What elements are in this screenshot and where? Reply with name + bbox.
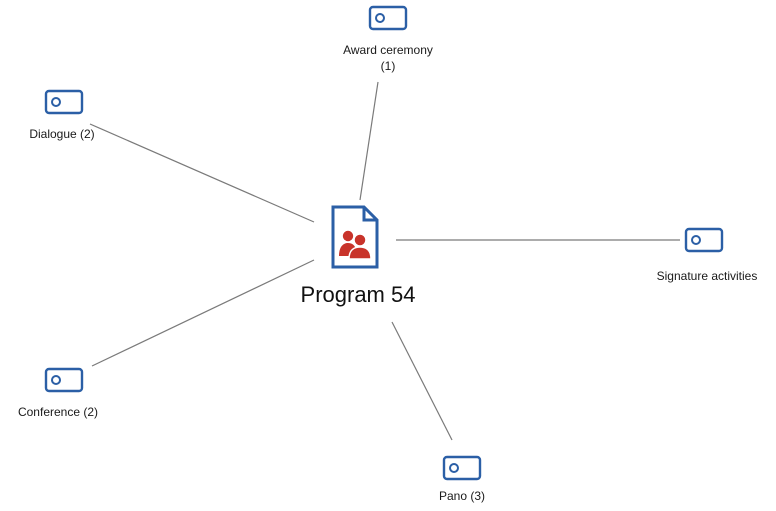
node-pano[interactable]: Pano (3) (412, 454, 512, 510)
tag-icon (442, 455, 482, 481)
tag-icon (44, 89, 84, 115)
tag-icon (368, 5, 408, 31)
node-label: Pano (3) (438, 489, 486, 503)
node-award-ceremony[interactable]: Award ceremony (1) (318, 4, 458, 84)
edge-dialogue (89, 123, 315, 223)
edge-pano (391, 321, 453, 441)
node-conference[interactable]: Conference (2) (8, 366, 118, 426)
watermark-stripes (654, 433, 770, 511)
document-people-icon (331, 205, 379, 269)
center-node-program[interactable]: Program 54 (268, 204, 448, 314)
node-label: Award ceremony (1) (318, 42, 458, 74)
tag-icon (684, 227, 724, 253)
center-node-label: Program 54 (300, 282, 416, 307)
node-label: Signature activities (656, 269, 758, 283)
node-dialogue[interactable]: Dialogue (2) (12, 88, 122, 148)
tag-icon (44, 367, 84, 393)
node-label-line2: (1) (380, 59, 396, 73)
node-label: Dialogue (2) (29, 127, 95, 141)
edge-award-ceremony (359, 81, 379, 201)
node-label-line1: Award ceremony (343, 43, 433, 57)
node-signature-activities[interactable]: Signature activities (638, 226, 776, 290)
node-label: Conference (2) (17, 405, 99, 419)
edge-conference (91, 259, 315, 367)
